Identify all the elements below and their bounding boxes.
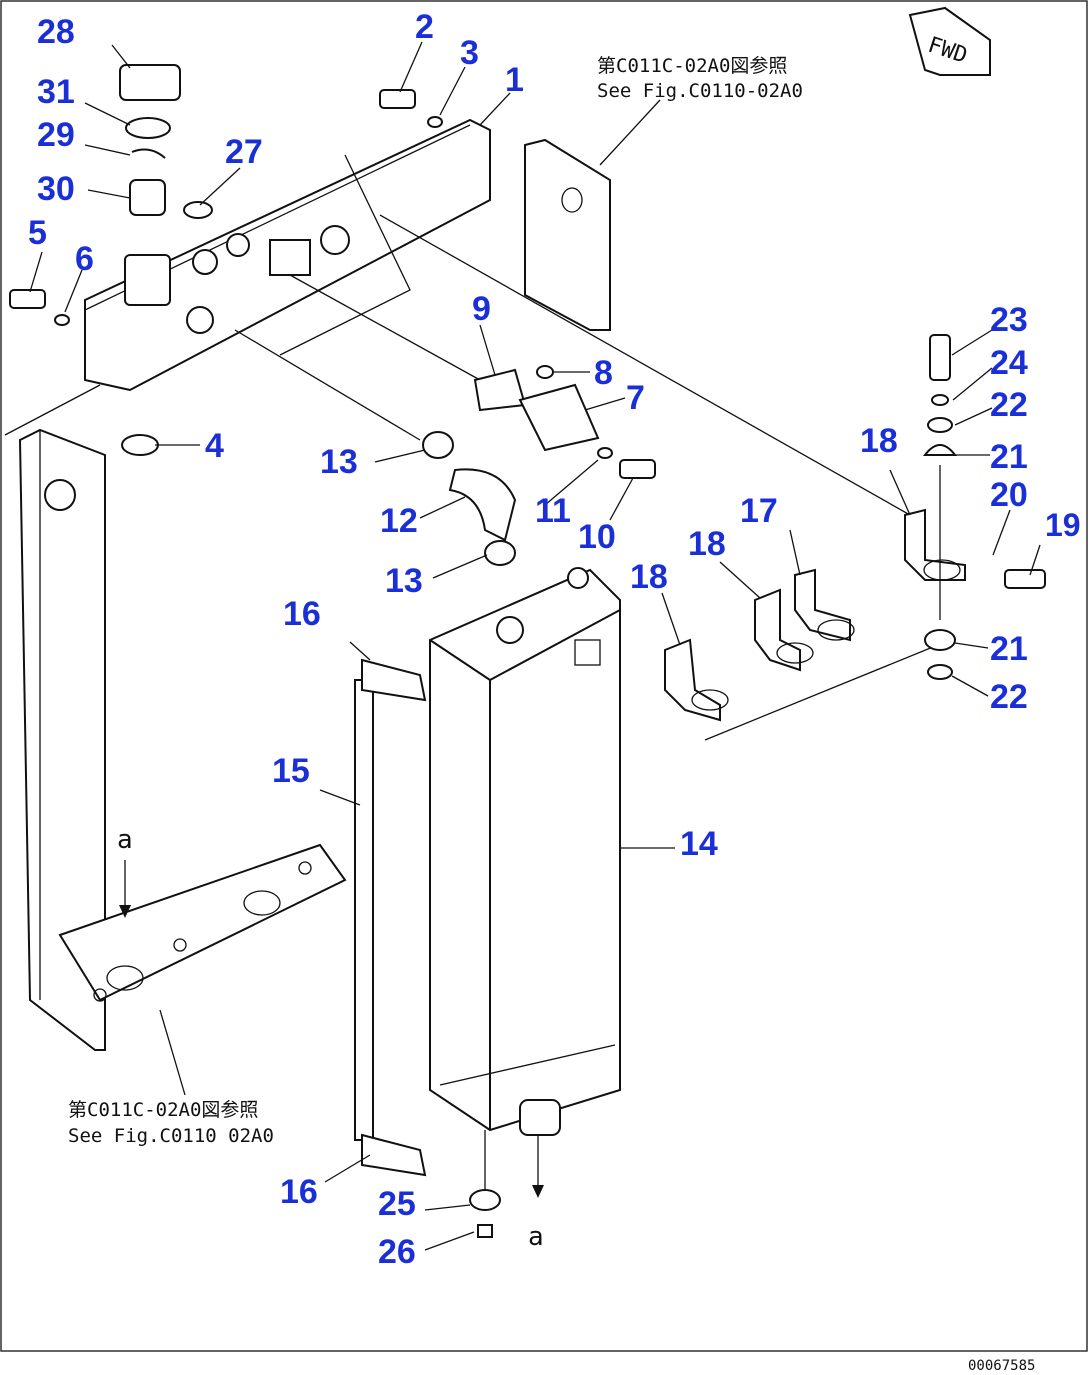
callout-25: 25 <box>378 1185 416 1223</box>
callout-4: 4 <box>205 427 224 465</box>
callout-23: 23 <box>990 301 1028 339</box>
fwd-arrow-icon: FWD <box>908 6 991 76</box>
callout-19: 19 <box>1045 507 1081 543</box>
callout-30: 30 <box>37 170 75 208</box>
mounting-brackets <box>664 568 951 741</box>
callout-20: 20 <box>990 476 1028 514</box>
callout-10: 10 <box>578 518 616 556</box>
upper-frame-bar <box>84 118 491 392</box>
callout-12: 12 <box>380 502 418 540</box>
callout-2: 2 <box>415 8 434 46</box>
leader-bottom-note <box>159 1009 186 1096</box>
drain-cock <box>477 1224 493 1238</box>
leader-top-note <box>599 99 661 166</box>
callout-13-upper: 13 <box>320 443 358 481</box>
callout-7: 7 <box>626 379 645 417</box>
callout-27: 27 <box>225 133 263 171</box>
callout-22-upper: 22 <box>990 386 1028 424</box>
right-mount <box>904 334 1046 680</box>
callout-14: 14 <box>680 825 718 863</box>
callout-22-lower: 22 <box>990 678 1028 716</box>
callout-21-lower: 21 <box>990 630 1028 668</box>
callout-31: 31 <box>37 73 75 111</box>
side-bracket <box>524 138 611 331</box>
callout-11: 11 <box>535 492 571 530</box>
callout-24: 24 <box>990 344 1028 382</box>
marker-a-bottom: a <box>528 1222 544 1252</box>
callout-18-middle: 18 <box>688 525 726 563</box>
callout-16-upper: 16 <box>283 595 321 633</box>
seal-strip <box>354 658 427 1177</box>
pipe-assembly <box>121 365 656 566</box>
callout-26: 26 <box>378 1233 416 1271</box>
drain-plug-seat <box>469 1189 501 1211</box>
marker-a-top: a <box>117 825 133 855</box>
callout-5: 5 <box>28 214 47 252</box>
callout-6: 6 <box>75 240 94 278</box>
callout-29: 29 <box>37 116 75 154</box>
radiator-core <box>429 567 621 1136</box>
bolts-top <box>9 89 443 326</box>
callout-13-lower: 13 <box>385 562 423 600</box>
figure-code: 00067585 <box>968 1358 1035 1374</box>
callout-21-upper: 21 <box>990 438 1028 476</box>
reference-note-bottom-jp: 第C011C-02A0図参照 <box>68 1099 258 1121</box>
reference-note-top-jp: 第C011C-02A0図参照 <box>597 55 787 77</box>
callout-28: 28 <box>37 13 75 51</box>
reference-note-top-en: See Fig.C0110-02A0 <box>597 80 803 102</box>
callout-15: 15 <box>272 752 310 790</box>
callout-1: 1 <box>505 61 524 99</box>
leader-lines <box>29 41 1041 1251</box>
callout-18-right: 18 <box>860 422 898 460</box>
callout-16-lower: 16 <box>280 1173 318 1211</box>
callout-9: 9 <box>472 290 491 328</box>
callout-17: 17 <box>740 492 778 530</box>
callout-8: 8 <box>594 354 613 392</box>
callout-3: 3 <box>460 34 479 72</box>
filler-cap-assembly <box>119 64 181 216</box>
left-frame-post <box>18 428 347 1051</box>
reference-note-bottom-en: See Fig.C0110 02A0 <box>68 1125 274 1147</box>
callout-18-left: 18 <box>630 558 668 596</box>
